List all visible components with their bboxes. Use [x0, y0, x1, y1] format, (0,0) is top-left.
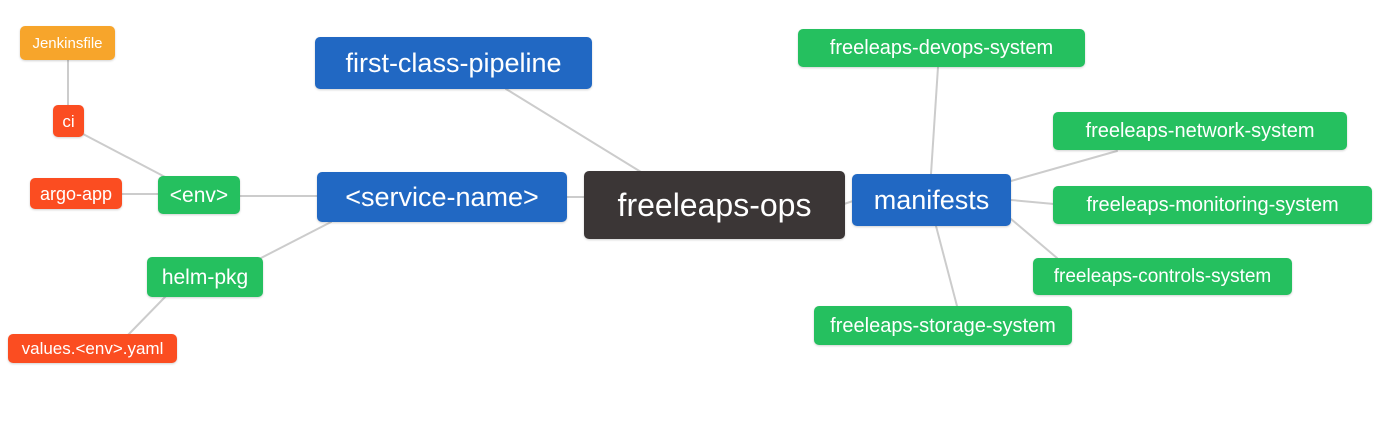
node-network-system[interactable]: freeleaps-network-system [1053, 112, 1347, 150]
node-first-class-pipeline[interactable]: first-class-pipeline [315, 37, 592, 89]
node-freeleaps-ops[interactable]: freeleaps-ops [584, 171, 845, 239]
node-label: first-class-pipeline [345, 47, 562, 78]
edge-manifests-to-devops-system [930, 66, 939, 175]
node-ci[interactable]: ci [53, 105, 84, 137]
edge-values-env-yaml-to-helm-pkg [127, 295, 167, 336]
node-jenkinsfile[interactable]: Jenkinsfile [20, 26, 115, 60]
edge-manifests-to-storage-system [935, 225, 958, 307]
node-devops-system[interactable]: freeleaps-devops-system [798, 29, 1085, 67]
node-label: argo-app [39, 183, 113, 204]
node-helm-pkg[interactable]: helm-pkg [147, 257, 263, 297]
edge-manifests-to-network-system [1010, 150, 1118, 182]
edge-first-class-pipeline-to-freeleaps-ops [505, 88, 642, 173]
node-controls-system[interactable]: freeleaps-controls-system [1033, 258, 1292, 295]
node-argo-app[interactable]: argo-app [30, 178, 122, 209]
node-label: values.<env>.yaml [21, 339, 164, 358]
node-label: manifests [873, 184, 990, 215]
edge-helm-pkg-to-service-name [260, 221, 332, 259]
node-label: ci [62, 111, 75, 131]
node-label: Jenkinsfile [32, 34, 103, 52]
edge-ci-to-env [82, 133, 168, 179]
node-env[interactable]: <env> [158, 176, 240, 214]
node-label: <service-name> [345, 181, 539, 212]
node-label: freeleaps-controls-system [1053, 266, 1272, 287]
node-label: freeleaps-devops-system [829, 37, 1054, 59]
node-label: freeleaps-storage-system [830, 314, 1056, 337]
node-label: freeleaps-network-system [1085, 120, 1315, 142]
node-label: freeleaps-monitoring-system [1086, 194, 1339, 216]
node-monitoring-system[interactable]: freeleaps-monitoring-system [1053, 186, 1372, 224]
node-manifests[interactable]: manifests [852, 174, 1011, 226]
node-service-name[interactable]: <service-name> [317, 172, 567, 222]
node-label: freeleaps-ops [617, 187, 812, 223]
edge-manifests-to-controls-system [1010, 218, 1058, 259]
node-label: helm-pkg [161, 265, 249, 289]
edge-manifests-to-monitoring-system [1010, 199, 1055, 205]
node-storage-system[interactable]: freeleaps-storage-system [814, 306, 1072, 345]
node-values-env-yaml[interactable]: values.<env>.yaml [8, 334, 177, 363]
node-label: <env> [169, 183, 229, 207]
